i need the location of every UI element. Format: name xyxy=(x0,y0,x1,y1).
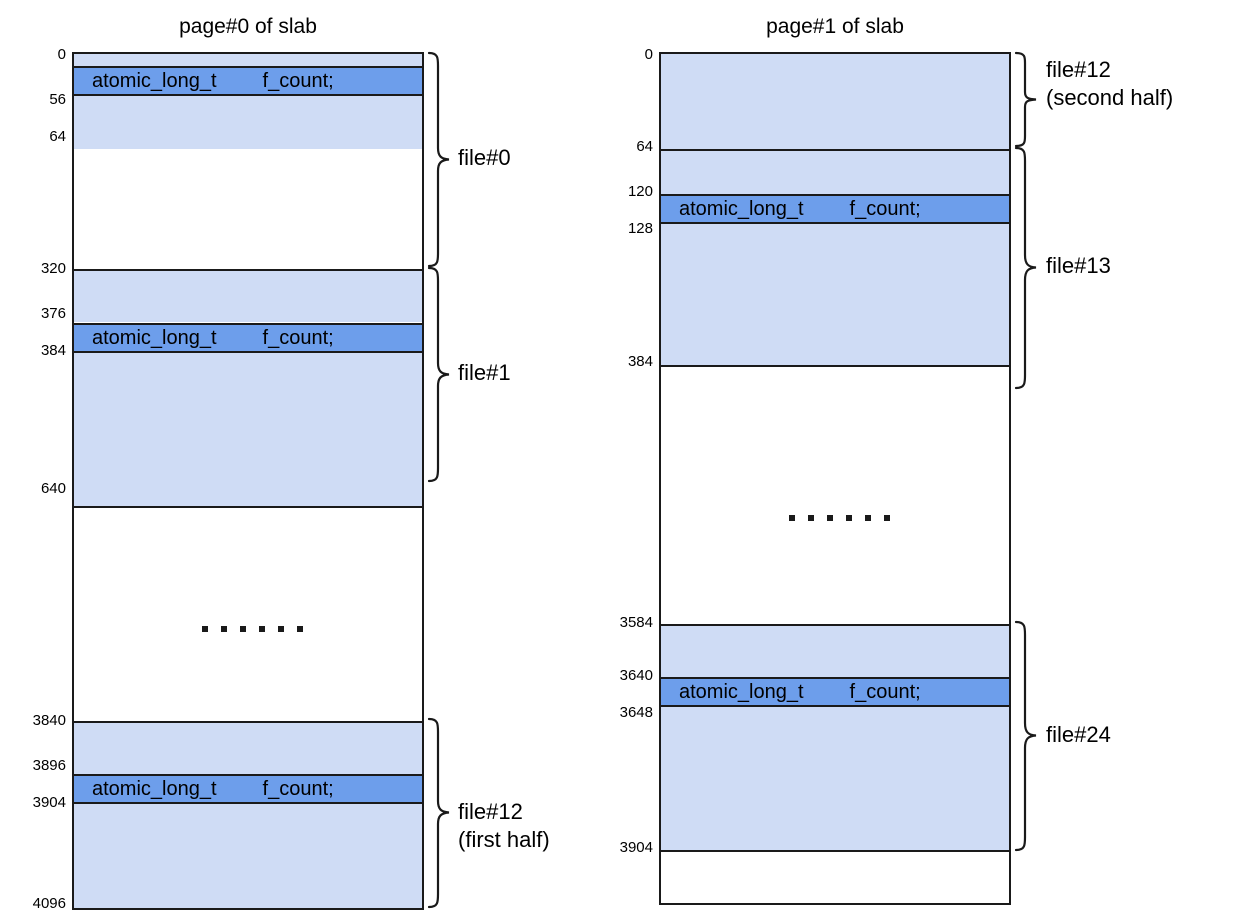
page0-tick-3840: 3840 xyxy=(32,712,66,729)
page0-tick-3896: 3896 xyxy=(32,757,66,774)
page1-brace-file12-second xyxy=(1014,51,1037,148)
field-type-4: atomic_long_t xyxy=(679,681,804,703)
page0-tick-640: 640 xyxy=(40,480,66,497)
page1-brace-file13 xyxy=(1014,146,1037,390)
page0-seg-fcount-56-64: atomic_long_t f_count; xyxy=(74,65,422,96)
page1-tick-64: 64 xyxy=(636,138,653,155)
page1-tick-3584: 3584 xyxy=(619,614,653,631)
page1-tick-120: 120 xyxy=(627,183,653,200)
page1-brace-label-file13: file#13 xyxy=(1046,252,1111,280)
page0-seg-3840-3896 xyxy=(74,721,422,775)
page0-seg-fcount-3896-3904: atomic_long_t f_count; xyxy=(74,774,422,805)
page1-tick-3648: 3648 xyxy=(619,704,653,721)
field-name-0: f_count; xyxy=(262,69,334,92)
brace-text: file#13 xyxy=(1046,253,1111,278)
brace-text: file#1 xyxy=(458,360,511,385)
page0-fcount-label-2: atomic_long_t f_count; xyxy=(74,778,422,800)
page0-seg-64-320 xyxy=(74,95,422,150)
page1-tick-3904: 3904 xyxy=(619,839,653,856)
page1-tick-3640: 3640 xyxy=(619,667,653,684)
page0-tick-376: 376 xyxy=(40,305,66,322)
page1-seg-fcount-120-128: atomic_long_t f_count; xyxy=(661,194,1009,224)
page0-seg-320-376 xyxy=(74,269,422,323)
page0-fcount-label-1: atomic_long_t f_count; xyxy=(74,327,422,349)
page0-tick-0: 0 xyxy=(57,46,66,63)
page0-brace-file0 xyxy=(427,51,450,268)
brace-text-line2: (second half) xyxy=(1046,85,1174,110)
page1-tick-128: 128 xyxy=(627,220,653,237)
page0-tick-4096: 4096 xyxy=(32,895,66,912)
page1-brace-label-file24: file#24 xyxy=(1046,721,1111,749)
page0-brace-file12-first xyxy=(427,717,450,909)
page0-brace-label-file12-first: file#12 (first half) xyxy=(458,798,550,854)
page0-tick-56: 56 xyxy=(49,91,66,108)
page1-seg-fcount-3640-3648: atomic_long_t f_count; xyxy=(661,677,1009,707)
brace-text: file#12 xyxy=(1046,57,1111,82)
page1-tick-0: 0 xyxy=(644,46,653,63)
field-type-3: atomic_long_t xyxy=(679,198,804,220)
page1-seg-128-384 xyxy=(661,224,1009,367)
page1-brace-file24 xyxy=(1014,620,1037,852)
page0-title: page#0 of slab xyxy=(179,15,317,38)
brace-text: file#0 xyxy=(458,145,511,170)
field-name-3: f_count; xyxy=(849,198,921,220)
page1-brace-label-file12-second: file#12 (second half) xyxy=(1046,56,1173,112)
page0-memory-box: atomic_long_t f_count; atomic_long_t f_cou… xyxy=(72,52,424,910)
page1-fcount-label-0: atomic_long_t f_count; xyxy=(661,198,1009,220)
field-type-1: atomic_long_t xyxy=(92,326,217,349)
page0-seg-384-640 xyxy=(74,352,422,508)
page0-brace-file1 xyxy=(427,266,450,483)
field-type-0: atomic_long_t xyxy=(92,69,217,92)
page0-brace-label-file1: file#1 xyxy=(458,359,511,387)
page0-seg-3904-4096 xyxy=(74,804,422,908)
page1-tick-384: 384 xyxy=(627,353,653,370)
field-name-2: f_count; xyxy=(262,778,334,801)
page1-title: page#1 of slab xyxy=(766,15,904,38)
page1-seg-0-64 xyxy=(661,54,1009,149)
brace-text: file#12 xyxy=(458,799,523,824)
page0-tick-384: 384 xyxy=(40,342,66,359)
page0-tick-3904: 3904 xyxy=(32,794,66,811)
brace-text-line2: (first half) xyxy=(458,827,550,852)
field-type-2: atomic_long_t xyxy=(92,778,217,801)
page0-fcount-label-0: atomic_long_t f_count; xyxy=(74,70,422,92)
page0-ellipsis xyxy=(202,626,303,632)
page0-brace-label-file0: file#0 xyxy=(458,144,511,172)
page1-seg-3584-3640 xyxy=(661,624,1009,677)
page1-seg-64-120 xyxy=(661,149,1009,194)
page1-memory-box: atomic_long_t f_count; atomic_long_t f_cou… xyxy=(659,52,1011,905)
page0-tick-320: 320 xyxy=(40,260,66,277)
page1-seg-3648-3904 xyxy=(661,707,1009,852)
page0-seg-0-56 xyxy=(74,54,422,66)
page0-seg-fcount-376-384: atomic_long_t f_count; xyxy=(74,322,422,353)
brace-text: file#24 xyxy=(1046,722,1111,747)
page0-tick-64: 64 xyxy=(49,128,66,145)
field-name-4: f_count; xyxy=(849,681,921,703)
page1-fcount-label-1: atomic_long_t f_count; xyxy=(661,681,1009,703)
field-name-1: f_count; xyxy=(262,326,334,349)
page1-ellipsis xyxy=(789,515,890,521)
